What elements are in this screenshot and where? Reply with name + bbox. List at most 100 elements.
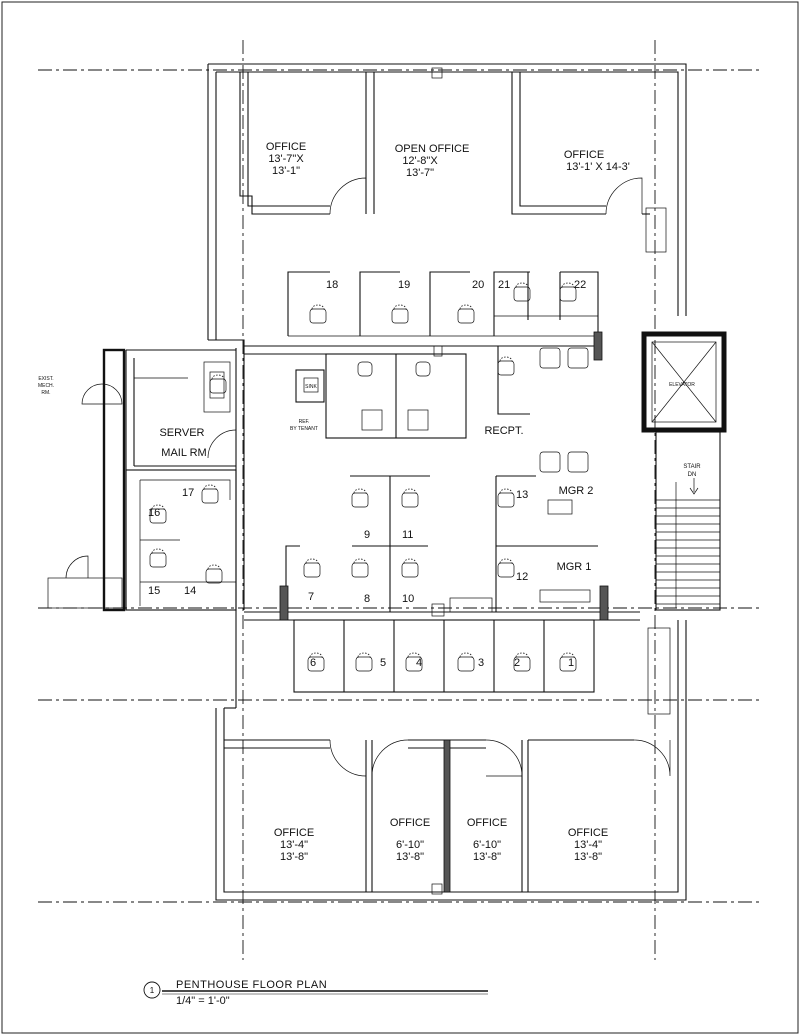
office-s1-label: OFFICE xyxy=(274,827,314,839)
chair xyxy=(351,492,369,508)
chair-back xyxy=(499,356,513,362)
ws-number-10: 10 xyxy=(402,593,414,605)
open-office-dim1: 12'-8"X xyxy=(402,155,438,167)
grid-lines xyxy=(38,40,760,960)
mail-room-label: MAIL RM xyxy=(161,447,206,459)
ws-number-5: 5 xyxy=(380,657,386,669)
ws-number-6: 6 xyxy=(310,657,316,669)
central-core xyxy=(244,345,467,439)
chair xyxy=(513,286,531,302)
office-s4-label: OFFICE xyxy=(568,827,608,839)
ws-number-7: 7 xyxy=(308,591,314,603)
office-ne-dim: 13'-1' X 14-3' xyxy=(566,161,630,173)
chair-back xyxy=(151,504,165,510)
room-labels: OFFICE 13'-7"X 13'-1" OPEN OFFICE 12'-8"… xyxy=(38,141,701,863)
title-block: 1 PENTHOUSE FLOOR PLAN 1/4" = 1'-0" xyxy=(143,979,488,1007)
chair-back xyxy=(353,488,367,494)
chair-back xyxy=(393,304,407,310)
chair xyxy=(405,656,423,672)
chair-back xyxy=(499,558,513,564)
chair-back xyxy=(207,564,221,570)
chair-back xyxy=(403,488,417,494)
chair xyxy=(497,360,515,376)
open-office-label: OPEN OFFICE xyxy=(395,143,470,155)
stair-label: STAIR xyxy=(683,464,701,470)
ws-number-4: 4 xyxy=(416,657,422,669)
chair-back xyxy=(203,484,217,490)
chair xyxy=(303,562,321,578)
office-s4-dim1: 13'-4" xyxy=(574,839,602,851)
open-office-dim2: 13'-7" xyxy=(406,167,434,179)
chair-back xyxy=(407,652,421,658)
chair-back xyxy=(305,558,319,564)
office-s3-dim2: 13'-8" xyxy=(473,851,501,863)
chair-back xyxy=(515,652,529,658)
ws-number-16: 16 xyxy=(148,507,160,519)
chair xyxy=(205,568,223,584)
stair-dir: DN xyxy=(688,472,697,478)
chair xyxy=(309,308,327,324)
chair-back xyxy=(459,304,473,310)
chair-back xyxy=(211,374,225,380)
workstation-numbers: 1 2 3 4 5 6 7 8 9 10 11 12 13 14 15 16 1… xyxy=(148,279,586,669)
office-nw-dim2: 13'-1" xyxy=(272,165,300,177)
office-nw-dim1: 13'-7"X xyxy=(268,153,304,165)
ws-number-9: 9 xyxy=(364,529,370,541)
chair-back xyxy=(499,488,513,494)
office-s2-dim2: 13'-8" xyxy=(396,851,424,863)
office-nw-label: OFFICE xyxy=(266,141,306,153)
chair-back xyxy=(151,548,165,554)
chair xyxy=(457,308,475,324)
elevator xyxy=(641,331,727,433)
chair-back xyxy=(311,304,325,310)
elevator-label: ELEVATOR xyxy=(669,382,695,388)
exist-mech-l2: MECH. xyxy=(38,383,54,389)
ref-label-1: REF. xyxy=(299,419,310,425)
chair xyxy=(391,308,409,324)
chair xyxy=(401,492,419,508)
chair xyxy=(457,656,475,672)
ws-number-17: 17 xyxy=(182,487,194,499)
north-offices xyxy=(239,67,667,253)
chair-back xyxy=(357,652,371,658)
reception xyxy=(466,331,603,473)
ws-number-18: 18 xyxy=(326,279,338,291)
plan-title: PENTHOUSE FLOOR PLAN xyxy=(176,979,327,991)
reception-label: RECPT. xyxy=(484,425,523,437)
chair xyxy=(513,656,531,672)
ws-number-2: 2 xyxy=(514,657,520,669)
office-s3-dim1: 6'-10" xyxy=(473,839,501,851)
chair-back xyxy=(515,282,529,288)
plan-scale: 1/4" = 1'-0" xyxy=(176,995,230,1007)
chair xyxy=(559,656,577,672)
ws-number-13: 13 xyxy=(516,489,528,501)
exist-mech-l1: EXIST. xyxy=(38,376,53,382)
ws-number-20: 20 xyxy=(472,279,484,291)
stair xyxy=(655,431,721,611)
exist-mech-l3: RM. xyxy=(41,390,50,396)
workstations-central xyxy=(285,475,598,612)
chair xyxy=(307,656,325,672)
ws-number-12: 12 xyxy=(516,571,528,583)
chair xyxy=(401,562,419,578)
office-s4-dim2: 13'-8" xyxy=(574,851,602,863)
ws-number-3: 3 xyxy=(478,657,484,669)
mgr2-label: MGR 2 xyxy=(559,485,594,497)
office-s2-dim1: 6'-10" xyxy=(396,839,424,851)
chair xyxy=(497,492,515,508)
west-wing xyxy=(47,348,237,612)
chair xyxy=(201,488,219,504)
chair xyxy=(351,562,369,578)
server-label: SERVER xyxy=(159,427,204,439)
office-s3-label: OFFICE xyxy=(467,817,507,829)
chair xyxy=(355,656,373,672)
ws-number-19: 19 xyxy=(398,279,410,291)
workstations-south xyxy=(293,619,595,693)
chair xyxy=(209,378,227,394)
chair-back xyxy=(561,282,575,288)
mgr1-label: MGR 1 xyxy=(557,561,592,573)
ws-number-8: 8 xyxy=(364,593,370,605)
chair xyxy=(497,562,515,578)
chair xyxy=(559,286,577,302)
